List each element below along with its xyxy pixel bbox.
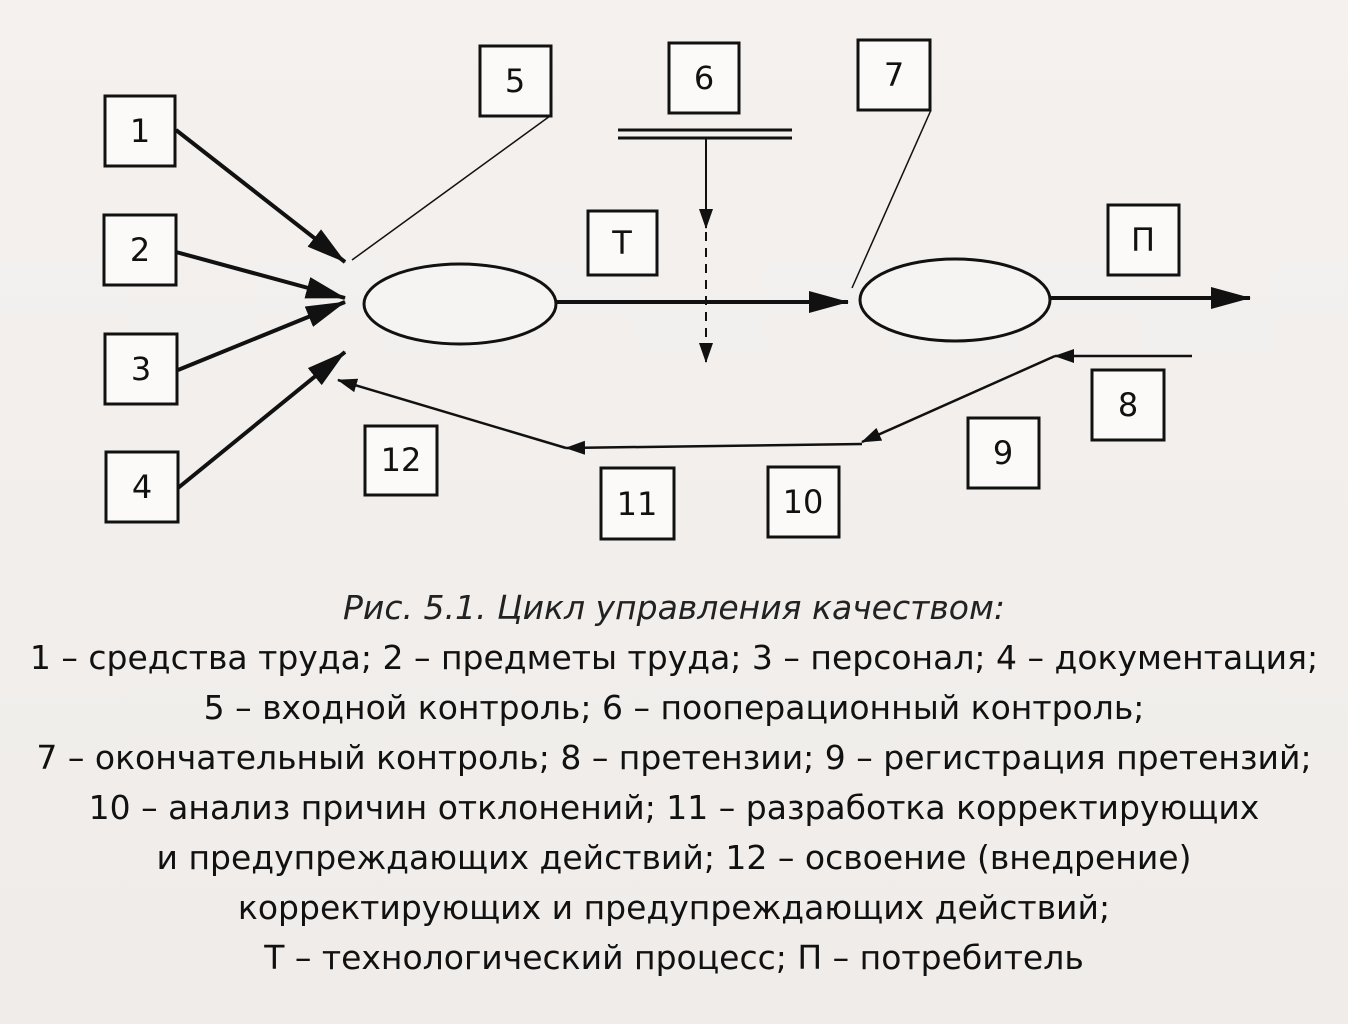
arrow-feedback-diagonal <box>861 354 1056 444</box>
node-9: 9 <box>966 416 1041 490</box>
node-4-label: 4 <box>132 468 152 506</box>
figure-legend: 1 – средства труда; 2 – предметы труда; … <box>0 633 1348 983</box>
legend-line: и предупреждающих действий; 12 – освоени… <box>156 838 1192 877</box>
node-2-label: 2 <box>130 231 150 269</box>
node-1-label: 1 <box>130 112 150 150</box>
arrow-3-to-process <box>177 300 346 372</box>
legend-line: корректирующих и предупреждающих действи… <box>237 888 1111 927</box>
node-12: 12 <box>363 424 439 497</box>
legend-line: Т – технологический процесс; П – потреби… <box>264 938 1084 977</box>
node-t: Т <box>586 209 659 277</box>
node-3-label: 3 <box>131 350 151 388</box>
node-9-label: 9 <box>993 434 1013 472</box>
arrow-4-to-process <box>176 350 347 490</box>
node-8-label: 8 <box>1118 386 1138 424</box>
arrow-feedback-horizontal <box>565 440 863 455</box>
node-11-label: 11 <box>617 485 658 523</box>
node-7-label: 7 <box>884 56 904 94</box>
figure-caption-title: Рис. 5.1. Цикл управления качеством: <box>343 588 1005 627</box>
node-6: 6 <box>667 41 741 115</box>
legend-line: 1 – средства труда; 2 – предметы труда; … <box>29 638 1319 677</box>
pointer-5 <box>351 115 551 261</box>
legend-line: 5 – входной контроль; 6 – пооперационный… <box>203 688 1145 727</box>
node-5-label: 5 <box>505 62 525 100</box>
node-p: П <box>1106 203 1181 277</box>
node-5: 5 <box>478 44 553 118</box>
arrow-feedback-to-input <box>337 378 567 450</box>
node-7: 7 <box>856 38 932 112</box>
process-ellipse-output <box>858 257 1052 343</box>
arrow-1-to-process <box>174 128 347 264</box>
node-4: 4 <box>104 450 180 524</box>
quality-cycle-diagram: 1 2 3 4 5 6 7 Т <box>102 38 1251 541</box>
node-2: 2 <box>102 213 178 287</box>
node-8: 8 <box>1090 368 1166 442</box>
node-6-label: 6 <box>694 59 714 97</box>
arrow-2-to-process <box>175 250 346 300</box>
pointer-7 <box>851 109 932 289</box>
node-1: 1 <box>103 94 177 168</box>
node-p-label: П <box>1131 221 1155 259</box>
node-10: 10 <box>766 465 841 539</box>
process-ellipse-input <box>362 262 558 346</box>
node-11: 11 <box>599 466 676 541</box>
node-t-label: Т <box>611 224 632 262</box>
node-12-label: 12 <box>381 441 422 479</box>
node-10-label: 10 <box>783 483 824 521</box>
legend-line: 7 – окончательный контроль; 8 – претензи… <box>36 738 1312 777</box>
legend-line: 10 – анализ причин отклонений; 11 – разр… <box>88 788 1260 827</box>
node-3: 3 <box>103 332 179 406</box>
